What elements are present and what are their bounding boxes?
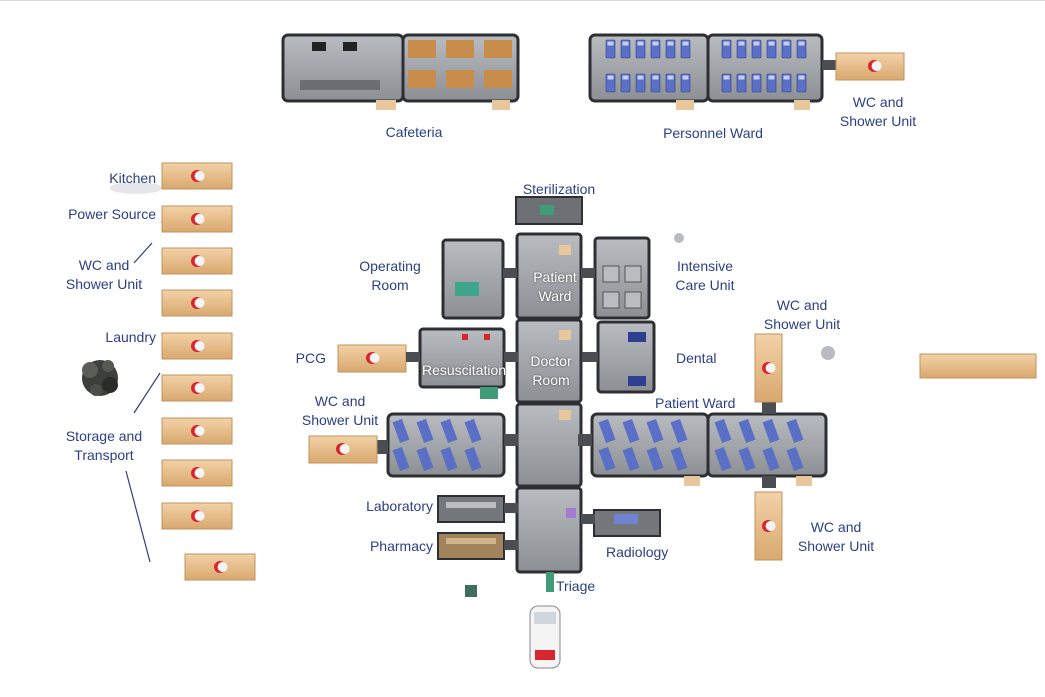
label-doctor-line1: Doctor: [530, 353, 572, 369]
intensive-care-module: [581, 236, 651, 320]
label-operating-line1: Operating: [359, 258, 421, 274]
label-patient-ward-center-line2: Ward: [538, 288, 572, 304]
left-container-column: [161, 162, 256, 581]
label-wc-right-mid-line2: Shower Unit: [763, 316, 841, 332]
label-storage-line2: Transport: [74, 447, 134, 463]
label-wc-top-right-line1: WC and: [852, 94, 904, 110]
dental-module: [582, 320, 656, 394]
storage-leader-up: [133, 372, 161, 414]
label-resuscitation: Resuscitation: [421, 362, 507, 378]
label-kitchen: Kitchen: [109, 170, 156, 186]
label-wc-left-line1: WC and: [78, 257, 130, 273]
label-operating-room: Operating Room: [345, 257, 435, 295]
label-intensive-care: Intensive Care Unit: [660, 257, 750, 295]
label-sterilization: Sterilization: [522, 181, 596, 197]
label-wc-bottom-right-line2: Shower Unit: [797, 538, 875, 554]
wc-left-leader: [133, 242, 153, 264]
pharmacy-module: [437, 532, 518, 560]
label-wc-left-line2: Shower Unit: [65, 276, 143, 292]
label-wc-mid-left-line2: Shower Unit: [301, 412, 379, 428]
label-power-source: Power Source: [68, 206, 156, 222]
label-pharmacy: Pharmacy: [369, 538, 433, 554]
top-border: [0, 0, 1045, 1]
label-wc-mid-left-line1: WC and: [314, 393, 366, 409]
tree-icon: [82, 360, 118, 396]
label-wc-right-mid-line1: WC and: [776, 297, 828, 313]
resuscitation-module: [418, 327, 518, 399]
label-patient-ward-right: Patient Ward: [655, 395, 736, 411]
label-laboratory: Laboratory: [366, 498, 433, 514]
label-icu-line1: Intensive: [676, 258, 734, 274]
central-spine: [515, 196, 583, 592]
label-wc-mid-left: WC and Shower Unit: [290, 392, 390, 430]
laboratory-module: [437, 495, 518, 523]
far-right-container: [919, 353, 1037, 379]
label-wc-left: WC and Shower Unit: [52, 256, 156, 294]
label-cafeteria: Cafeteria: [385, 124, 443, 140]
label-patient-ward-center: Patient Ward: [520, 268, 590, 306]
label-pcg: PCG: [295, 350, 326, 366]
cafeteria-building: [281, 33, 520, 110]
label-wc-bottom-right: WC and Shower Unit: [784, 518, 888, 556]
label-wc-bottom-right-line1: WC and: [810, 519, 862, 535]
label-doctor-line2: Room: [532, 372, 570, 388]
radiology-module: [581, 509, 661, 537]
label-laundry: Laundry: [105, 329, 156, 345]
label-icu-line2: Care Unit: [675, 277, 735, 293]
wc-unit-mid-left: [308, 435, 378, 464]
pcg-container: [337, 344, 420, 373]
small-dish-icon: [674, 233, 684, 243]
label-patient-ward-center-line1: Patient: [533, 269, 577, 285]
operating-room-module: [441, 238, 517, 320]
ambulance-icon: [529, 605, 561, 669]
label-wc-right-mid: WC and Shower Unit: [752, 296, 852, 334]
label-storage-transport: Storage and Transport: [52, 427, 156, 465]
label-personnel-ward: Personnel Ward: [663, 125, 763, 141]
storage-leader-down: [125, 470, 151, 563]
wc-unit-right-mid: [754, 333, 783, 403]
label-triage: Triage: [556, 578, 596, 594]
wc-unit-top-right: [835, 52, 905, 81]
label-operating-line2: Room: [371, 277, 409, 293]
kitchen-shadow: [110, 182, 162, 194]
small-cart-icon: [465, 585, 477, 597]
label-wc-top-right: WC and Shower Unit: [828, 93, 928, 131]
label-dental: Dental: [676, 350, 717, 366]
label-doctor-room: Doctor Room: [516, 352, 586, 390]
label-radiology: Radiology: [606, 544, 669, 560]
label-storage-line1: Storage and: [65, 428, 143, 444]
patient-ward-right: [578, 402, 828, 488]
personnel-ward-building: [588, 33, 836, 110]
label-wc-top-right-line2: Shower Unit: [839, 113, 917, 129]
wc-unit-bottom-right: [754, 491, 783, 561]
dish-icon: [821, 346, 835, 360]
patient-ward-left: [376, 412, 518, 478]
